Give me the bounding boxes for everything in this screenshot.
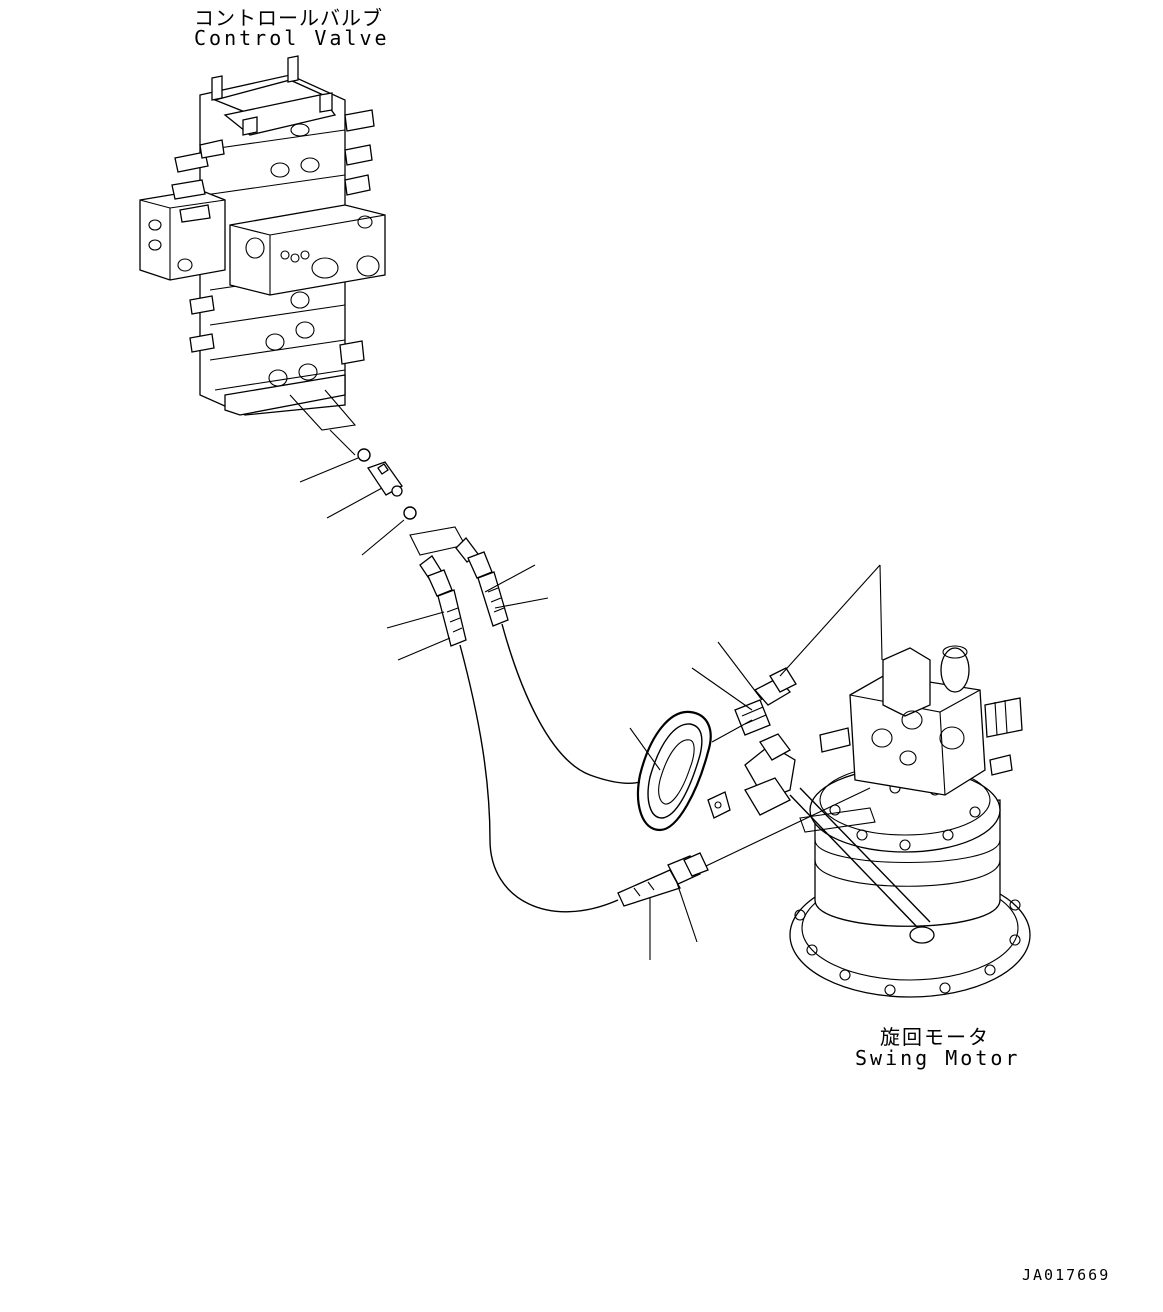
o-ring-upper bbox=[357, 448, 371, 462]
o-ring-lower bbox=[403, 506, 417, 520]
control-valve-assembly bbox=[139, 55, 386, 456]
elbow-fitting-lower bbox=[617, 852, 709, 907]
drawing-code: JA017669 bbox=[1022, 1266, 1111, 1284]
control-valve-label-en: Control Valve bbox=[194, 26, 390, 50]
adapter-fitting bbox=[366, 461, 403, 497]
swing-motor-label-jp: 旋回モータ bbox=[880, 1025, 990, 1049]
elbow-fitting-upper bbox=[734, 667, 797, 736]
leader-lines bbox=[299, 457, 883, 960]
swing-motor-label-en: Swing Motor bbox=[855, 1046, 1021, 1070]
hose-right bbox=[455, 537, 641, 784]
control-valve-label-jp: コントロールバルブ bbox=[194, 6, 383, 30]
hose-left bbox=[419, 555, 619, 913]
hose-clamp bbox=[636, 710, 731, 832]
swing-motor-assembly bbox=[744, 645, 1031, 998]
